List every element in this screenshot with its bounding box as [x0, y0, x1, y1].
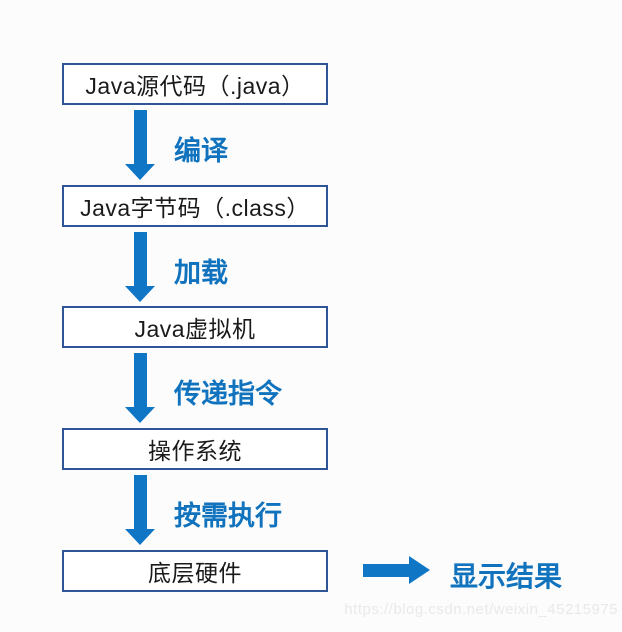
box-hardware: 底层硬件 — [62, 550, 328, 592]
arrow-shaft — [133, 353, 147, 407]
arrow-shaft — [133, 110, 147, 164]
down-arrow-icon — [125, 353, 155, 423]
arrow-shaft — [133, 232, 147, 286]
arrow-shaft — [133, 475, 147, 529]
down-arrow-icon — [125, 475, 155, 545]
box-java-source: Java源代码（.java） — [62, 63, 328, 105]
arrow-label-compile: 编译 — [174, 136, 228, 166]
box-java-bytecode: Java字节码（.class） — [62, 185, 328, 227]
right-arrow-icon — [363, 564, 409, 577]
arrow-head — [125, 529, 155, 545]
watermark: https://blog.csdn.net/weixin_45215975 — [344, 601, 618, 618]
arrow-head — [125, 407, 155, 423]
down-arrow-icon — [125, 232, 155, 302]
right-arrow-head — [409, 556, 430, 584]
arrow-label-execute-on-demand: 按需执行 — [174, 501, 282, 531]
arrow-label-display-result: 显示结果 — [450, 561, 563, 592]
box-operating-system: 操作系统 — [62, 428, 328, 470]
arrow-label-load: 加载 — [174, 258, 228, 288]
arrow-label-pass-instructions: 传递指令 — [174, 379, 282, 409]
arrow-head — [125, 286, 155, 302]
box-jvm: Java虚拟机 — [62, 306, 328, 348]
down-arrow-icon — [125, 110, 155, 180]
arrow-head — [125, 164, 155, 180]
